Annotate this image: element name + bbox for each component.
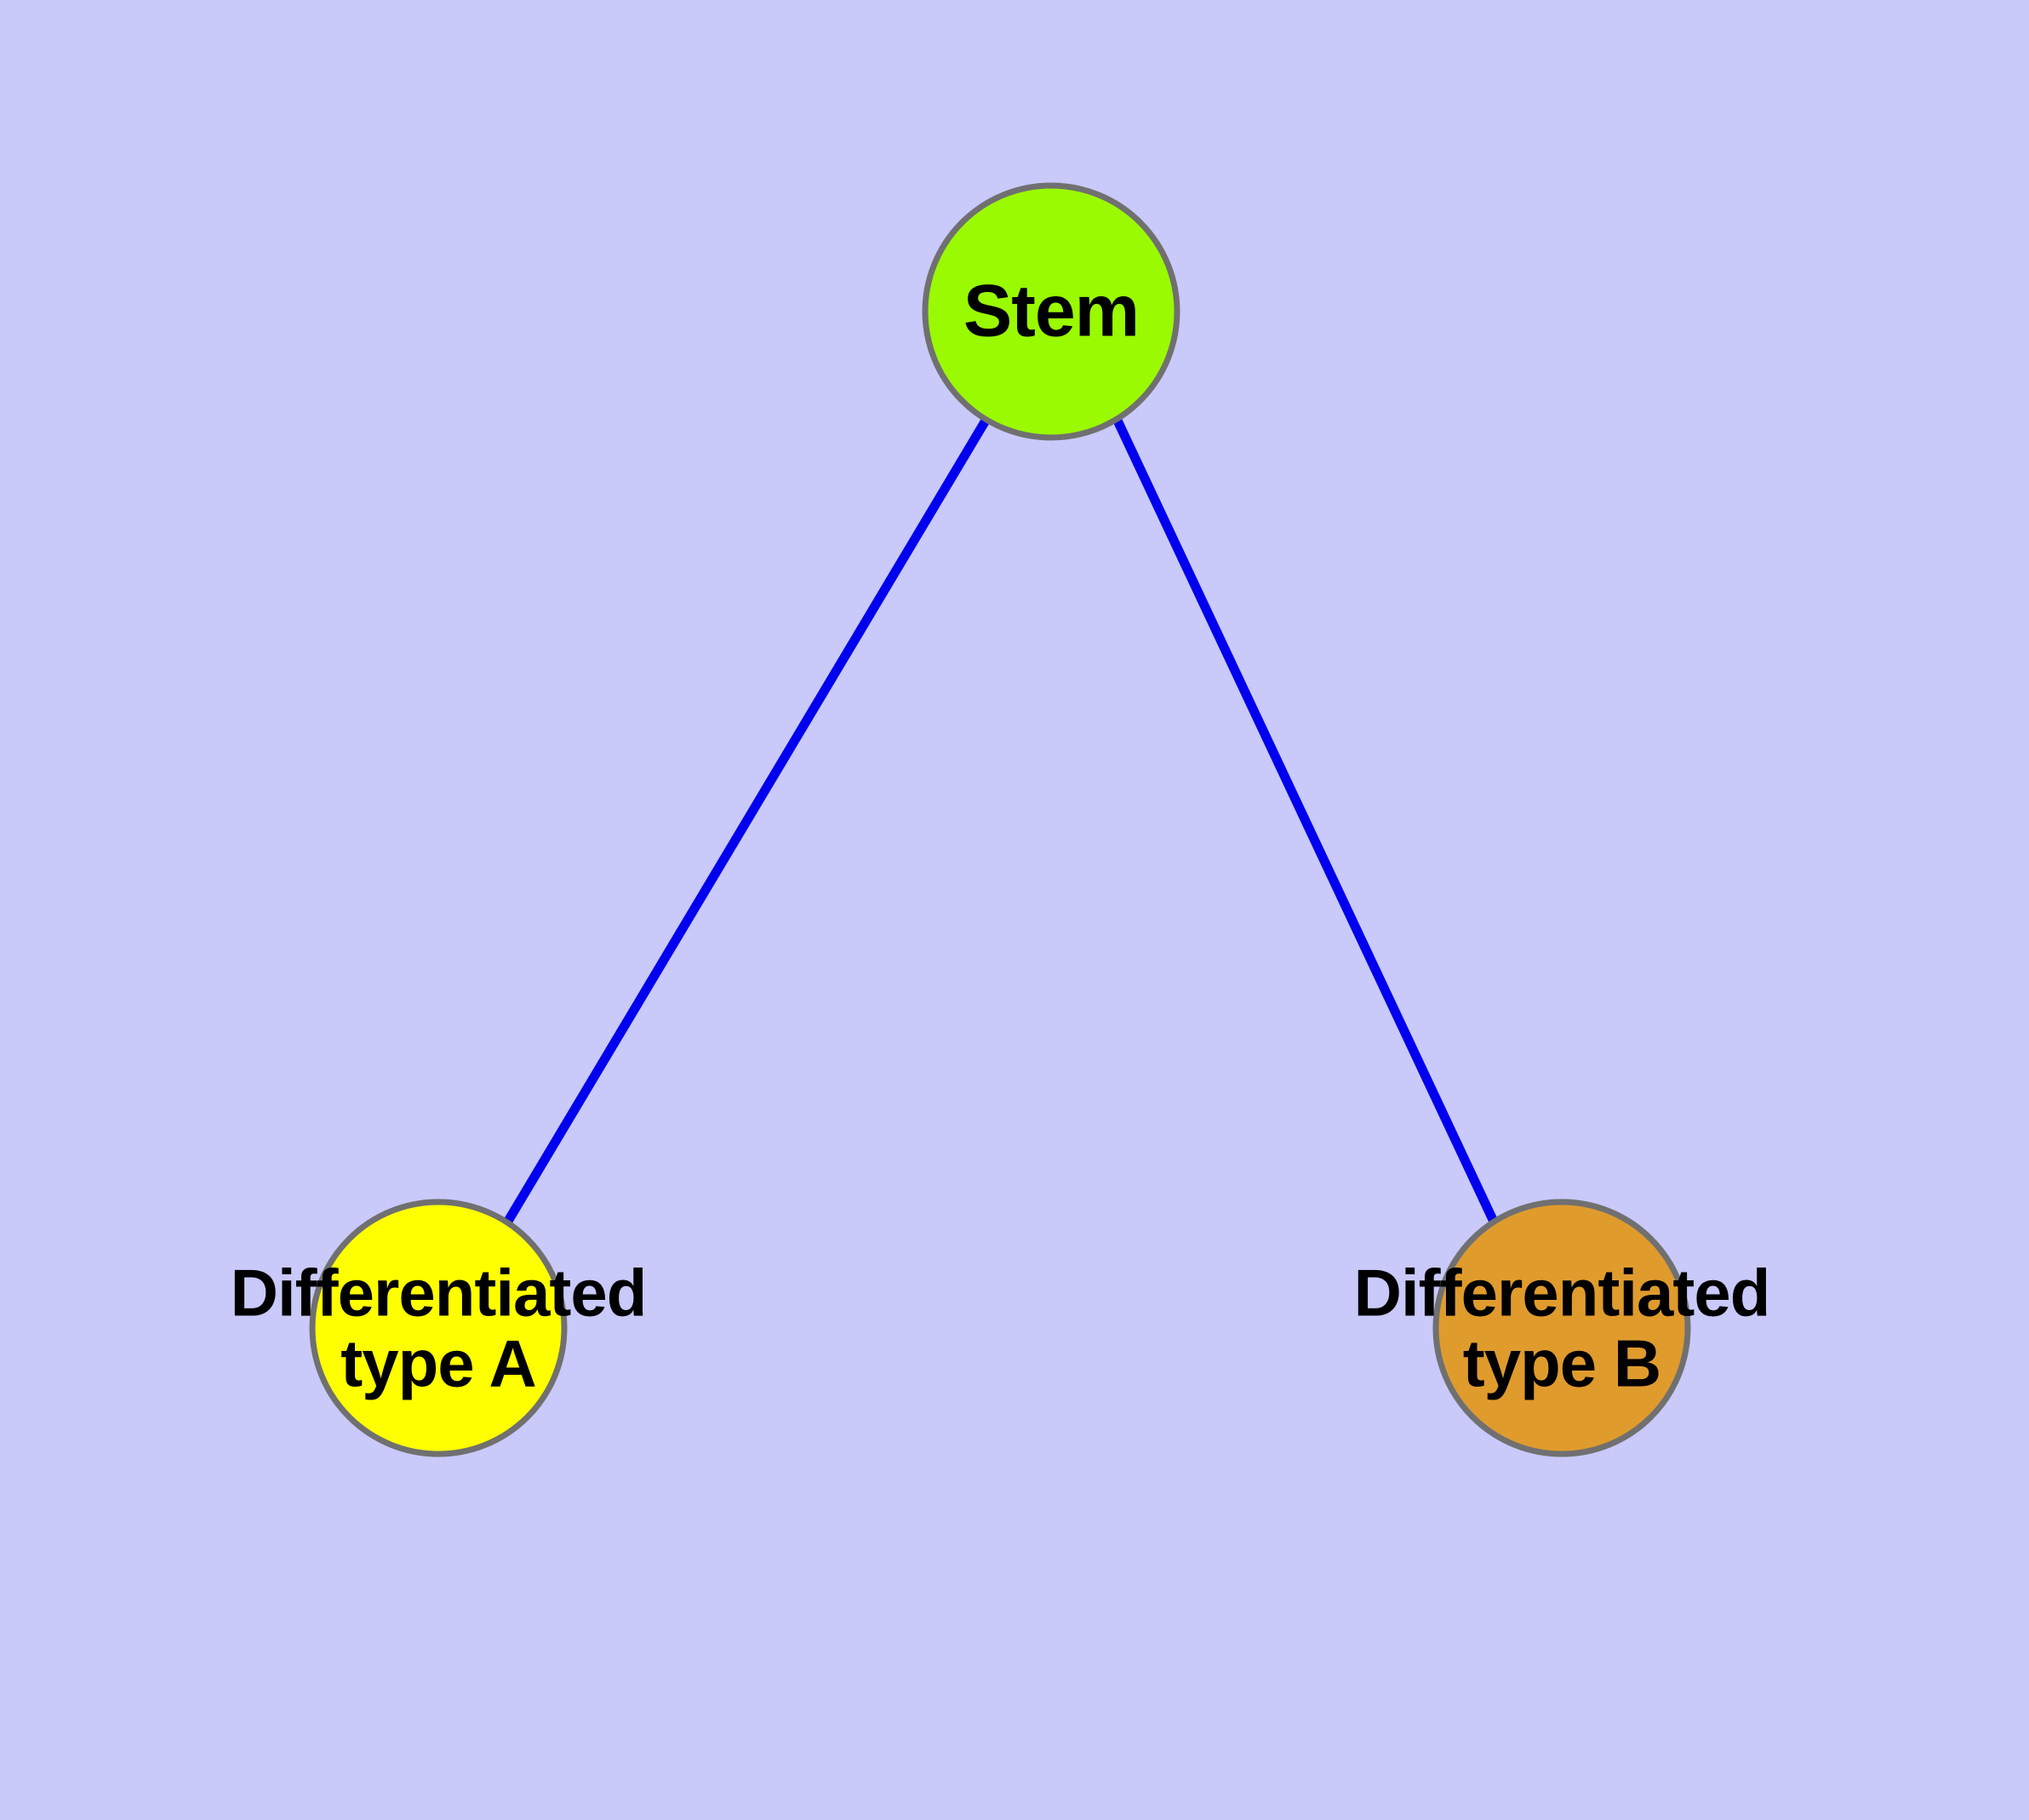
edges-group <box>503 418 1499 1226</box>
edge-stem-to-differentiated-b[interactable] <box>1113 418 1499 1226</box>
edge-stem-to-differentiated-a[interactable] <box>503 418 990 1225</box>
node-differentiated-type-a[interactable] <box>309 1199 568 1457</box>
node-stem[interactable] <box>922 182 1180 441</box>
nodes-group <box>309 182 1691 1457</box>
node-differentiated-type-b[interactable] <box>1432 1199 1691 1457</box>
